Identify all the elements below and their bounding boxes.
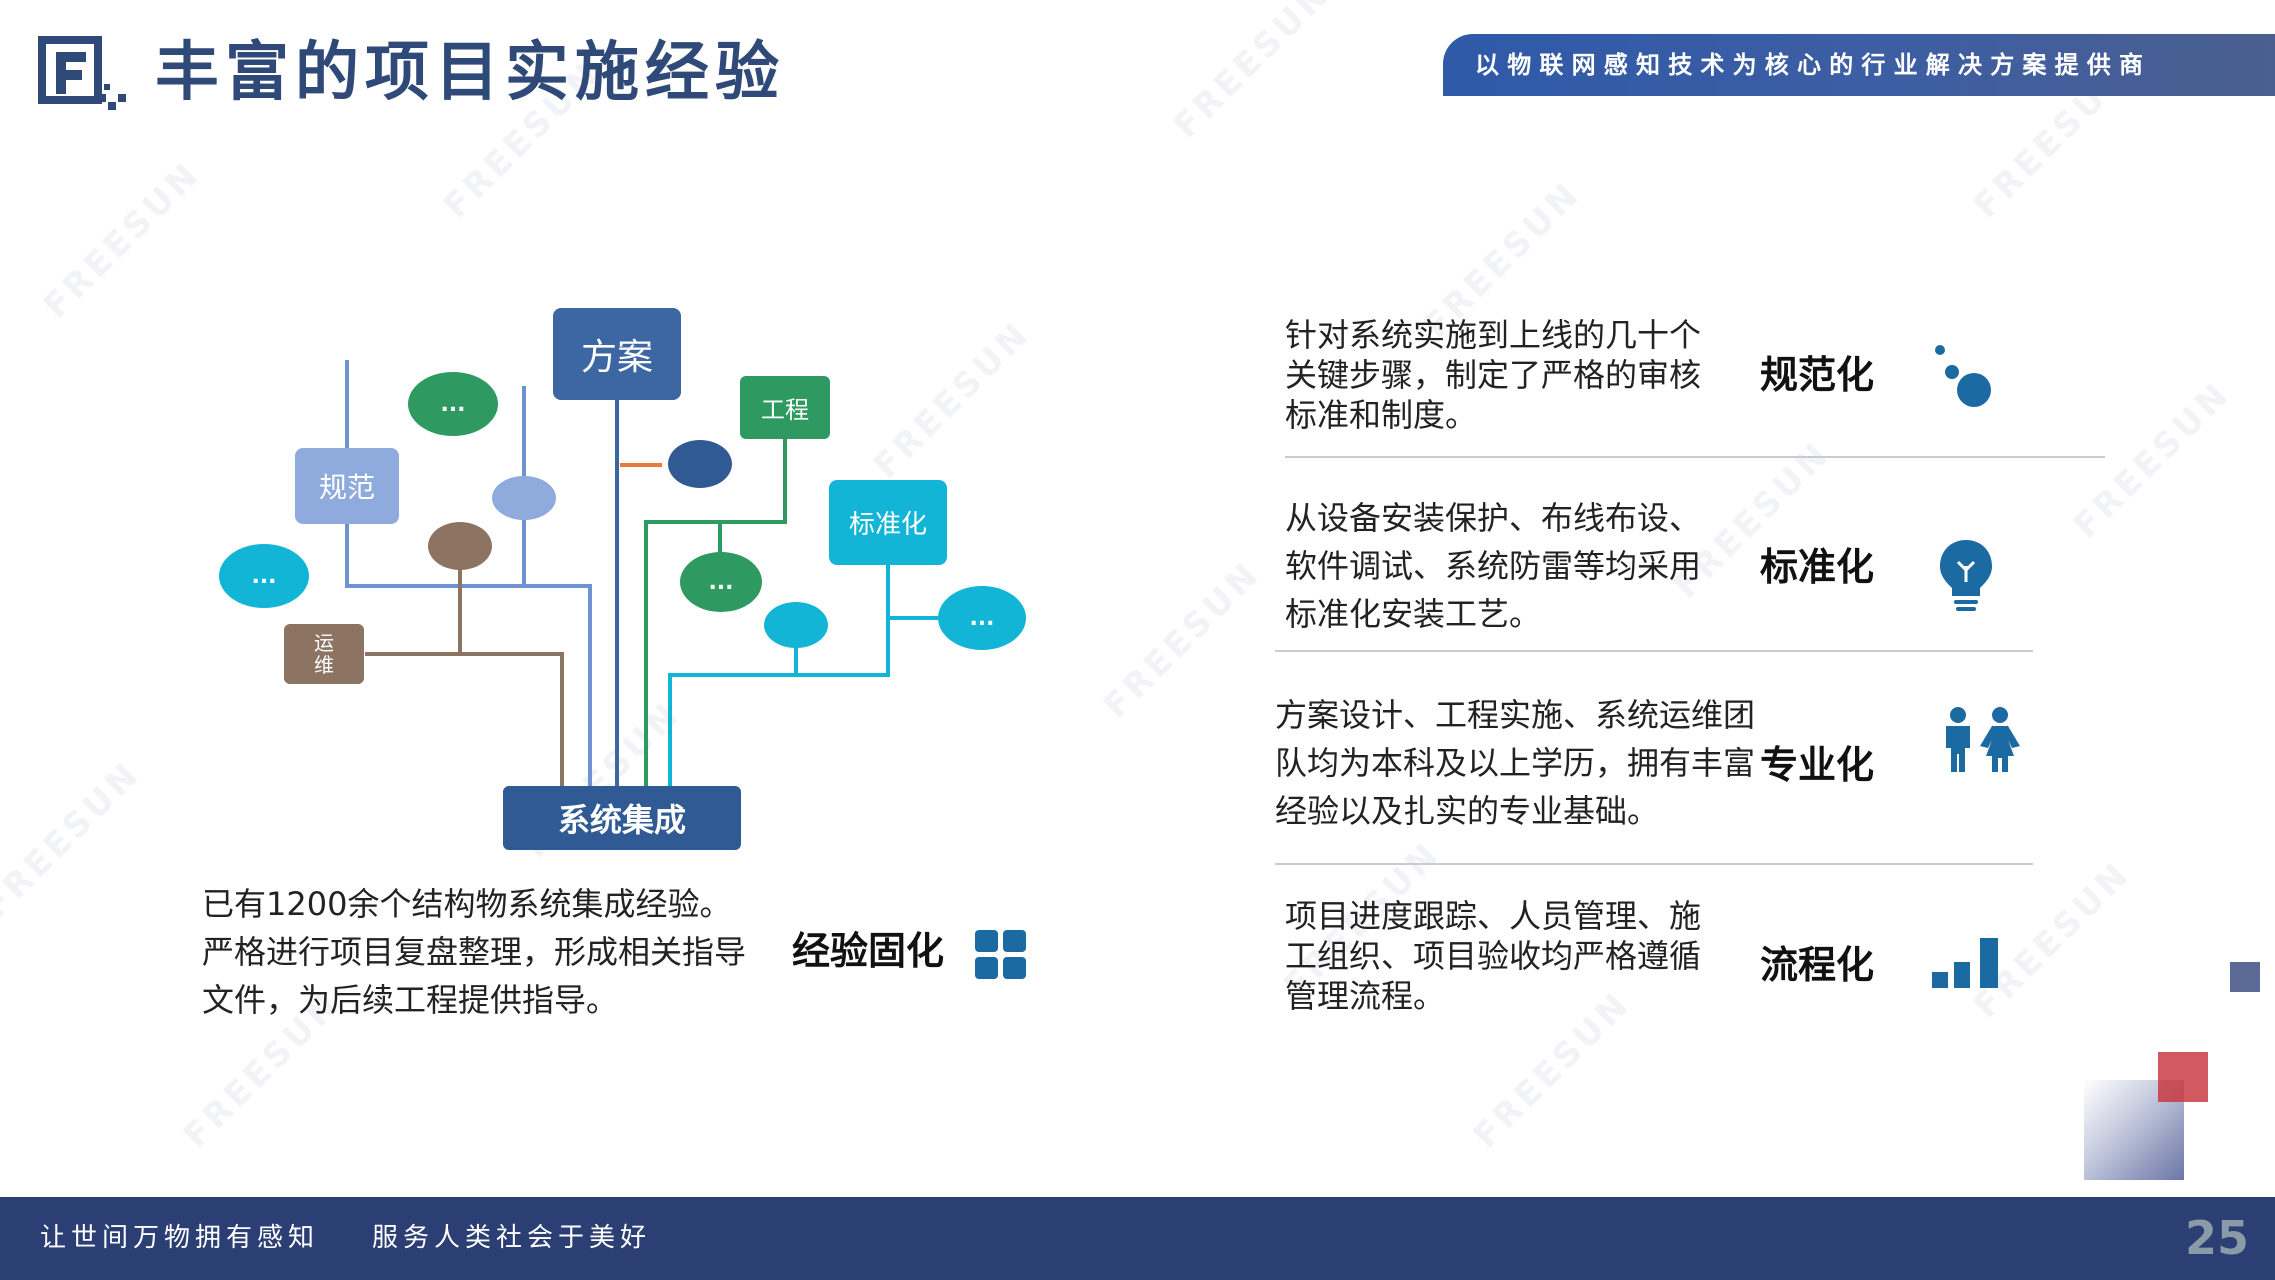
- tree-node-yunwei: 运 维: [284, 624, 364, 684]
- footer-slogan: 让世间万物拥有感知 服务人类社会于美好: [40, 1223, 652, 1253]
- feature-label-4: 流程化: [1760, 943, 1875, 987]
- tree-node-biaozhunhua: 标准化: [829, 480, 947, 565]
- feature-description-3: 方案设计、工程实施、系统运维团队均为本科及以上学历，拥有丰富经验以及扎实的专业基…: [1275, 696, 1756, 830]
- people-icon: [1946, 707, 2020, 772]
- bubble-cyan-small: [764, 602, 828, 648]
- grid-icon: [975, 930, 1026, 979]
- feature-description-1: 针对系统实施到上线的几十个关键步骤，制定了严格的审核标准和制度。: [1285, 316, 1702, 434]
- bubble-cyan-right: ...: [938, 586, 1026, 650]
- dots-icon: [1935, 345, 1991, 407]
- deco-square-red: [2158, 1052, 2208, 1102]
- experience-label: 经验固化: [792, 929, 945, 973]
- tree-root-node: 系统集成: [503, 786, 741, 850]
- tree-node-fangan: 方案: [553, 308, 681, 400]
- bubble-cyan-left: ...: [219, 544, 309, 608]
- bar-chart-icon: [1932, 938, 1998, 988]
- deco-square-small: [2230, 962, 2260, 992]
- bubble-brown: [428, 522, 492, 570]
- feature-label-3: 专业化: [1760, 743, 1875, 787]
- bubble-navy: [668, 440, 732, 488]
- bubble-green-top: ...: [408, 372, 498, 436]
- bubble-lightblue: [492, 476, 556, 520]
- tree-connectors: [345, 360, 950, 790]
- lightbulb-icon: [1940, 540, 1992, 611]
- feature-divider-2: [1275, 650, 2033, 652]
- feature-divider-3: [1275, 863, 2033, 865]
- feature-label-2: 标准化: [1760, 545, 1875, 589]
- tree-node-gongcheng: 工程: [740, 376, 830, 439]
- footer-bar: [0, 1197, 2275, 1280]
- page-title: 丰富的项目实施经验: [155, 36, 785, 110]
- tagline-bar: [1443, 34, 2275, 96]
- tree-node-guifan: 规范: [295, 448, 399, 524]
- feature-divider-1: [1285, 456, 2105, 458]
- feature-description-2: 从设备安装保护、布线布设、软件调试、系统防雷等均采用标准化安装工艺。: [1285, 499, 1702, 633]
- page-number: 25: [2185, 1211, 2250, 1265]
- company-logo: [38, 36, 126, 110]
- tagline: 以物联网感知技术为核心的行业解决方案提供商: [1475, 51, 2152, 79]
- bubble-green-mid: ...: [680, 552, 762, 612]
- feature-description-4: 项目进度跟踪、人员管理、施工组织、项目验收均严格遵循管理流程。: [1285, 897, 1702, 1015]
- experience-description: 已有1200余个结构物系统集成经验。严格进行项目复盘整理，形成相关指导文件，为后…: [202, 885, 747, 1019]
- feature-label-1: 规范化: [1760, 353, 1875, 397]
